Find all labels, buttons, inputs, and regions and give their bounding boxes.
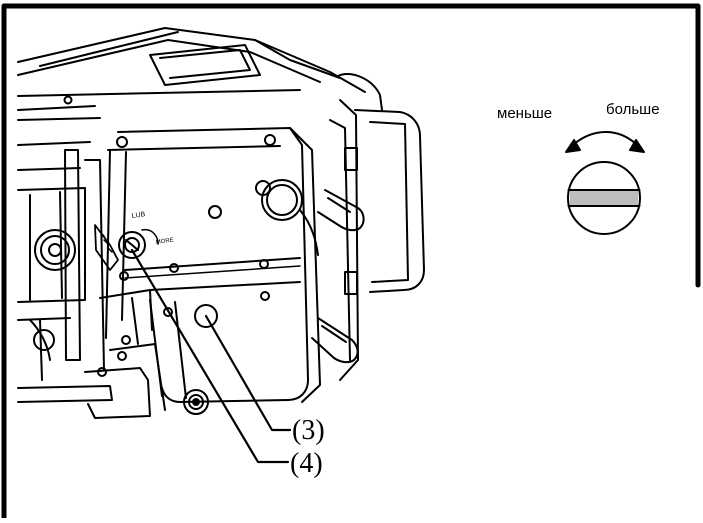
- screw-slot-rotation-icon: [565, 131, 645, 235]
- diagram-frame: [1, 3, 701, 521]
- less-label: меньше: [497, 105, 553, 122]
- plate-hole-3: [194, 304, 218, 328]
- leader-line-3: [204, 314, 292, 432]
- leader-line-4: [130, 248, 290, 464]
- face-plate: [105, 127, 321, 403]
- callout-4: (4): [290, 448, 323, 479]
- machine-end-cap: [329, 73, 425, 381]
- plate-hole: [208, 205, 222, 219]
- left-mechanism: [17, 117, 166, 419]
- adjusting-screw: [94, 224, 159, 271]
- machine-top-cover: [17, 27, 366, 111]
- lower-lever: [311, 317, 359, 364]
- round-knob: [261, 179, 303, 221]
- cap-tab-upper: [344, 147, 358, 171]
- more-label: больше: [606, 101, 660, 118]
- upper-lever: [317, 189, 365, 232]
- callout-3: (3): [292, 415, 325, 446]
- foot-wheel: [183, 389, 209, 415]
- cap-tab-lower: [344, 271, 358, 295]
